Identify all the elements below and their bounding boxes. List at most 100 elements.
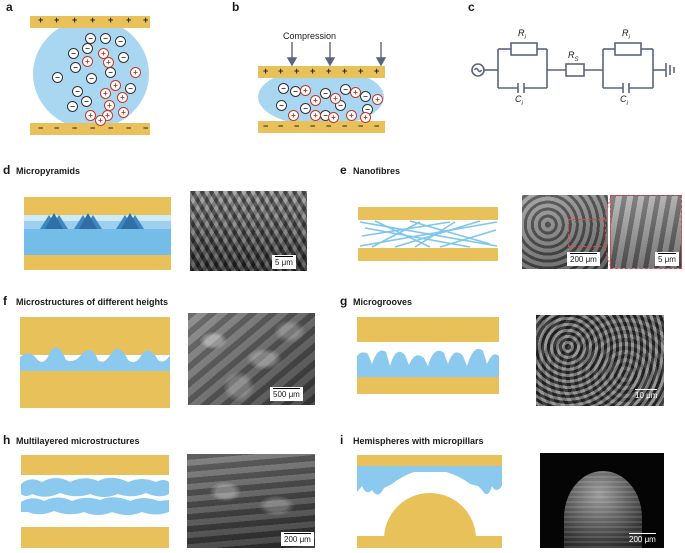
anion-icon: −	[81, 96, 92, 107]
nanofibres-scale-bar-2: 5 μm	[655, 252, 679, 266]
cation-icon: +	[310, 95, 321, 106]
anion-icon: −	[82, 43, 93, 54]
panel-b-letter: b	[232, 0, 240, 14]
cation-icon: +	[110, 80, 121, 91]
microgrooves-sem-image	[536, 315, 664, 406]
c1-label: Ci	[515, 94, 523, 107]
cation-icon: +	[330, 93, 341, 104]
anion-icon: −	[115, 36, 126, 47]
plus-charge: +	[54, 15, 60, 25]
different-heights-scale-bar: 500 μm	[270, 387, 303, 401]
cation-icon: +	[300, 85, 311, 96]
cation-icon: +	[95, 115, 106, 126]
minus-charge: −	[108, 123, 114, 133]
plus-charge: +	[90, 15, 96, 25]
panel-g-title: Microgrooves	[353, 297, 413, 307]
anion-icon: −	[86, 73, 97, 84]
panel-f-letter: f	[3, 294, 7, 308]
anion-icon: −	[70, 62, 81, 73]
cation-icon: +	[103, 57, 114, 68]
plus-charge: +	[326, 66, 332, 76]
cation-icon: +	[372, 94, 383, 105]
compression-arrows	[286, 42, 387, 67]
cation-icon: +	[350, 87, 361, 98]
minus-charge: −	[374, 121, 380, 131]
minus-charge: −	[294, 121, 300, 131]
cation-icon: +	[360, 112, 371, 123]
cation-icon: +	[117, 92, 128, 103]
plus-charge: +	[126, 15, 132, 25]
panel-d-letter: d	[3, 163, 11, 177]
plus-charge: +	[108, 15, 114, 25]
panel-h-title: Multilayered microstructures	[16, 436, 140, 446]
anion-icon: −	[276, 100, 287, 111]
plus-charge: +	[310, 66, 316, 76]
r2-label: Ri	[622, 28, 630, 41]
plus-charge: +	[342, 66, 348, 76]
anion-icon: −	[68, 48, 79, 59]
minus-charge: −	[342, 121, 348, 131]
cation-icon: +	[130, 67, 141, 78]
anion-icon: −	[100, 33, 111, 44]
minus-charge: −	[72, 123, 78, 133]
microgrooves-scale-bar: 10 μm	[635, 389, 658, 400]
minus-charge: −	[358, 121, 364, 131]
cation-icon: +	[328, 112, 339, 123]
panel-i-letter: i	[340, 433, 344, 447]
minus-charge: −	[38, 123, 44, 133]
minus-charge: −	[54, 123, 60, 133]
r1-label: Ri	[518, 28, 526, 41]
minus-charge: −	[278, 121, 284, 131]
minus-charge: −	[143, 123, 149, 133]
c2-label: Ci	[620, 94, 628, 107]
panel-e-title: Nanofibres	[353, 166, 401, 176]
hemispheres-scale-bar: 200 μm	[629, 533, 656, 544]
panel-c-letter: c	[468, 0, 475, 14]
panel-h-letter: h	[3, 433, 11, 447]
panel-g-letter: g	[340, 294, 348, 308]
minus-charge: −	[90, 123, 96, 133]
plus-charge: +	[143, 15, 149, 25]
anion-icon: −	[360, 91, 371, 102]
hemispheres-sem-image	[540, 453, 664, 548]
plus-charge: +	[358, 66, 364, 76]
panel-a-letter: a	[6, 0, 13, 14]
nanofibres-scale-bar-1: 200 μm	[567, 252, 600, 266]
anion-icon: −	[278, 83, 289, 94]
plus-charge: +	[38, 15, 44, 25]
minus-charge: −	[326, 121, 332, 131]
plus-charge: +	[278, 66, 284, 76]
panel-i-title: Hemispheres with micropillars	[353, 436, 484, 446]
cation-icon: +	[288, 110, 299, 121]
plus-charge: +	[294, 66, 300, 76]
anion-icon: −	[118, 52, 129, 63]
multilayered-sem-image	[187, 454, 315, 548]
rs-label: RS	[568, 50, 579, 63]
anion-icon: −	[125, 83, 136, 94]
multilayered-scale-bar: 200 μm	[281, 532, 314, 546]
panel-f-title: Microstructures of different heights	[16, 297, 169, 307]
cation-icon: +	[346, 110, 357, 121]
cation-icon: +	[100, 88, 111, 99]
panel-e-letter: e	[340, 163, 347, 177]
minus-charge: −	[126, 123, 132, 133]
compression-label: Compression	[283, 31, 337, 41]
plus-charge: +	[374, 66, 380, 76]
micropyramids-scale-bar: 5 μm	[272, 255, 296, 269]
anion-icon: −	[72, 86, 83, 97]
plus-charge: +	[263, 66, 269, 76]
anion-icon: −	[300, 103, 311, 114]
anion-icon: −	[320, 88, 331, 99]
cation-icon: +	[82, 56, 93, 67]
anion-icon: −	[67, 101, 78, 112]
equivalent-circuit	[471, 42, 675, 93]
panel-d-title: Micropyramids	[16, 166, 81, 176]
cation-icon: +	[85, 110, 96, 121]
plus-charge: +	[72, 15, 78, 25]
